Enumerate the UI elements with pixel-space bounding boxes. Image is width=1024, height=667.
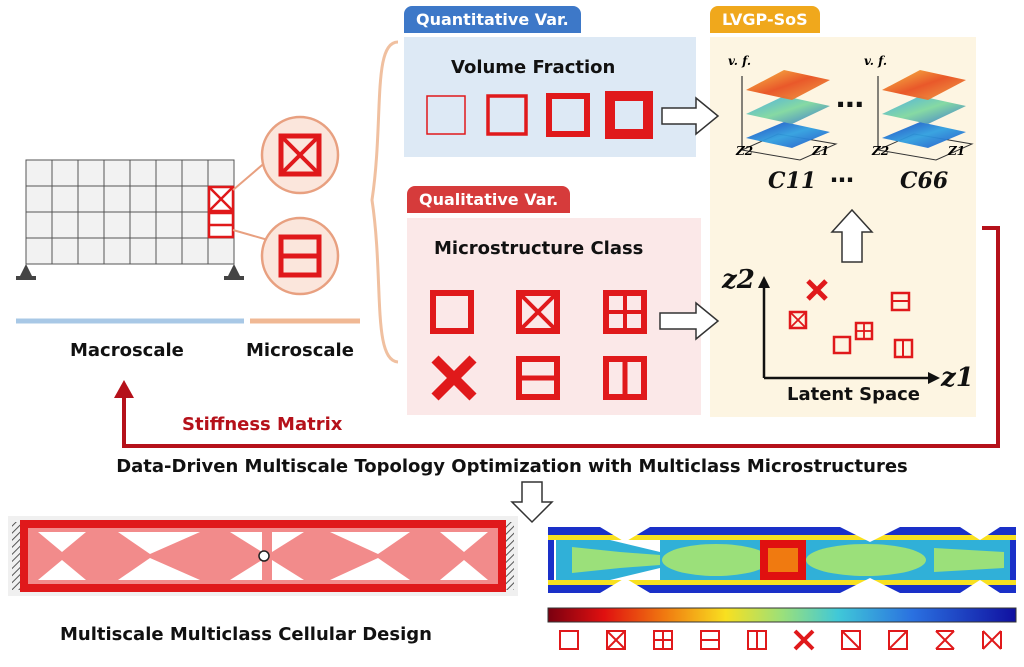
ellipsis-top: ⋯ (836, 88, 864, 121)
feedback-arrowhead (114, 380, 134, 398)
stiffness-matrix-label: Stiffness Matrix (182, 414, 343, 435)
microstructure-class-icons (430, 290, 647, 401)
arrow-class-to-latent (659, 301, 720, 341)
latent-axis-z2: z2 (722, 265, 755, 295)
bottom-label: Multiscale Multiclass Cellular Design (60, 624, 432, 645)
curly-brace (370, 40, 399, 364)
axis-vf-c66: v. f. (864, 54, 888, 68)
beam-supports (16, 264, 244, 280)
ellipsis-labels: ⋯ (830, 166, 854, 194)
microscale-label: Microscale (246, 340, 354, 361)
colormap-bar (547, 607, 1017, 623)
qualitative-tab: Qualitative Var. (407, 186, 571, 213)
left-wall (12, 522, 22, 590)
macro-beam-grid (25, 159, 235, 265)
surface-stack-c66 (876, 70, 974, 161)
latent-axes (758, 276, 940, 384)
class-map (548, 527, 1016, 593)
quantitative-tab: Quantitative Var. (404, 6, 581, 33)
latent-points (788, 279, 914, 359)
latent-axis-z1: z1 (941, 363, 974, 393)
axis-vf-c11: v. f. (728, 54, 752, 68)
macroscale-label: Macroscale (70, 340, 184, 361)
arrow-latent-to-surfaces (830, 208, 874, 263)
volume-fraction-title: Volume Fraction (451, 57, 616, 78)
class-legend (559, 629, 1002, 651)
zoom-circles (260, 115, 340, 296)
main-title: Data-Driven Multiscale Topology Optimiza… (116, 456, 908, 477)
arrow-to-results (510, 481, 554, 524)
surface-stack-c11 (740, 70, 838, 161)
surface-label-c66: C66 (900, 168, 949, 194)
arrow-vf-to-lvgp (661, 96, 720, 136)
axis-z1-c66: Z1 (948, 144, 966, 158)
axis-z2-c66: Z2 (872, 144, 890, 158)
axis-z2-c11: Z2 (736, 144, 754, 158)
surface-label-c11: C11 (768, 168, 817, 194)
zoom-connectors (232, 159, 269, 241)
volume-fraction-squares (426, 91, 653, 139)
lvgp-tab: LVGP-SoS (710, 6, 820, 33)
optimized-beam (20, 520, 506, 592)
feedback-loop (122, 226, 1000, 448)
axis-z1-c11: Z1 (812, 144, 830, 158)
microstructure-class-title: Microstructure Class (434, 238, 644, 259)
latent-space-label: Latent Space (787, 384, 920, 405)
right-wall (504, 522, 514, 590)
highlighted-cells (207, 185, 235, 239)
